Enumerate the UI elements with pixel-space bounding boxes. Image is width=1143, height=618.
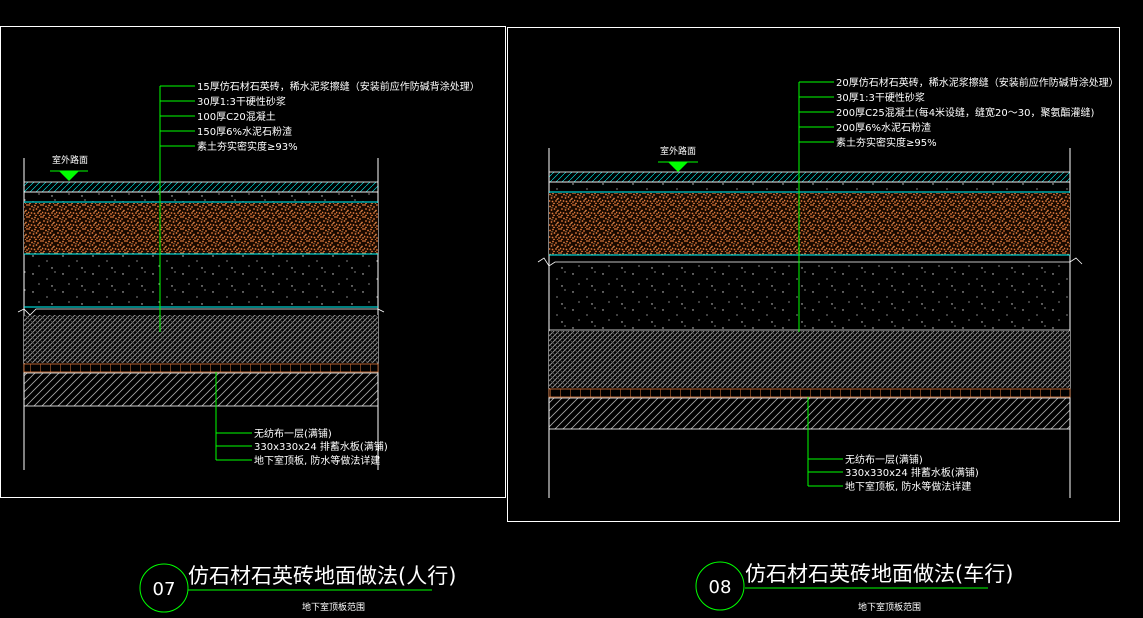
break-line [17,308,385,316]
panel-08-layers [537,171,1083,430]
break-line [537,257,1083,267]
detail-title: 仿石材石英砖地面做法(车行) [745,562,1013,586]
panel-07-layers [17,181,385,407]
panel-08-bottom-leader [807,397,843,487]
label-08-b2: 330x330x24 排蓄水板(满铺) [845,466,979,479]
layer-stone-powder [549,265,1070,329]
layer-mortar [23,191,379,203]
label-08-b1: 无纺布一层(满铺) [845,453,923,466]
label-08-2: 30厚1:3干硬性砂浆 [836,91,925,104]
label-08-5: 素土夯实密实度≥95% [836,136,937,149]
label-07-2: 30厚1:3干硬性砂浆 [197,95,286,108]
detail-number: 07 [153,579,176,600]
ground-level-marker [668,162,688,172]
layer-concrete [549,193,1070,255]
layer-mortar [548,181,1071,193]
layer-tile [548,171,1071,183]
panel-07-frame [0,26,506,498]
label-07-1: 15厚仿石材石英砖，稀水泥浆擦缝（安装前应作防碱背涂处理） [197,80,480,93]
layer-roof-slab [548,397,1071,430]
layer-drain-board [548,388,1071,398]
panel-08-frame [507,27,1120,522]
layer-compacted-soil [24,315,378,363]
detail-subtitle: 地下室顶板范围 [302,601,365,613]
layer-concrete [24,203,378,254]
layer-roof-slab [23,372,379,407]
detail-subtitle: 地下室顶板范围 [858,601,921,613]
label-07-4: 150厚6%水泥石粉渣 [197,125,292,138]
label-07-3: 100厚C20混凝土 [197,110,276,123]
label-07-5: 素土夯实密实度≥93% [197,140,298,153]
layer-stone-powder [24,255,378,307]
panel-08-top-leader [798,81,834,332]
label-08-3: 200厚C25混凝土(每4米设缝，缝宽20～30，聚氨酯灌缝) [836,106,1095,119]
ground-level-marker [59,171,79,181]
panel-07-bottom-leader [215,372,252,461]
label-07-b2: 330x330x24 排蓄水板(满铺) [254,440,388,453]
detail-number-circle [139,563,189,613]
detail-title: 仿石材石英砖地面做法(人行) [188,564,456,588]
layer-tile [23,181,379,193]
ground-label: 室外路面 [660,145,696,157]
ground-label: 室外路面 [52,154,88,166]
label-07-b3: 地下室顶板, 防水等做法详建 [254,454,380,467]
panel-07-top-leader [159,85,195,332]
layer-compacted-soil [549,331,1070,388]
detail-number-circle [695,561,745,611]
detail-number: 08 [709,577,732,598]
panel-07: 室外路面 15厚仿石材石英砖，稀水泥浆擦缝（安装前应作防碱背涂处理） 30厚1:… [0,26,506,613]
label-08-4: 200厚6%水泥石粉渣 [836,121,931,134]
panel-08: 室外路面 20厚仿石材石英砖，稀水泥浆擦缝（安装前应作防碱背涂处理） 30厚1:… [507,27,1120,613]
label-07-b1: 无纺布一层(满铺) [254,427,332,440]
label-08-1: 20厚仿石材石英砖，稀水泥浆擦缝（安装前应作防碱背涂处理） [836,76,1119,89]
layer-drain-board [23,363,379,373]
label-08-b3: 地下室顶板, 防水等做法详建 [845,480,971,493]
